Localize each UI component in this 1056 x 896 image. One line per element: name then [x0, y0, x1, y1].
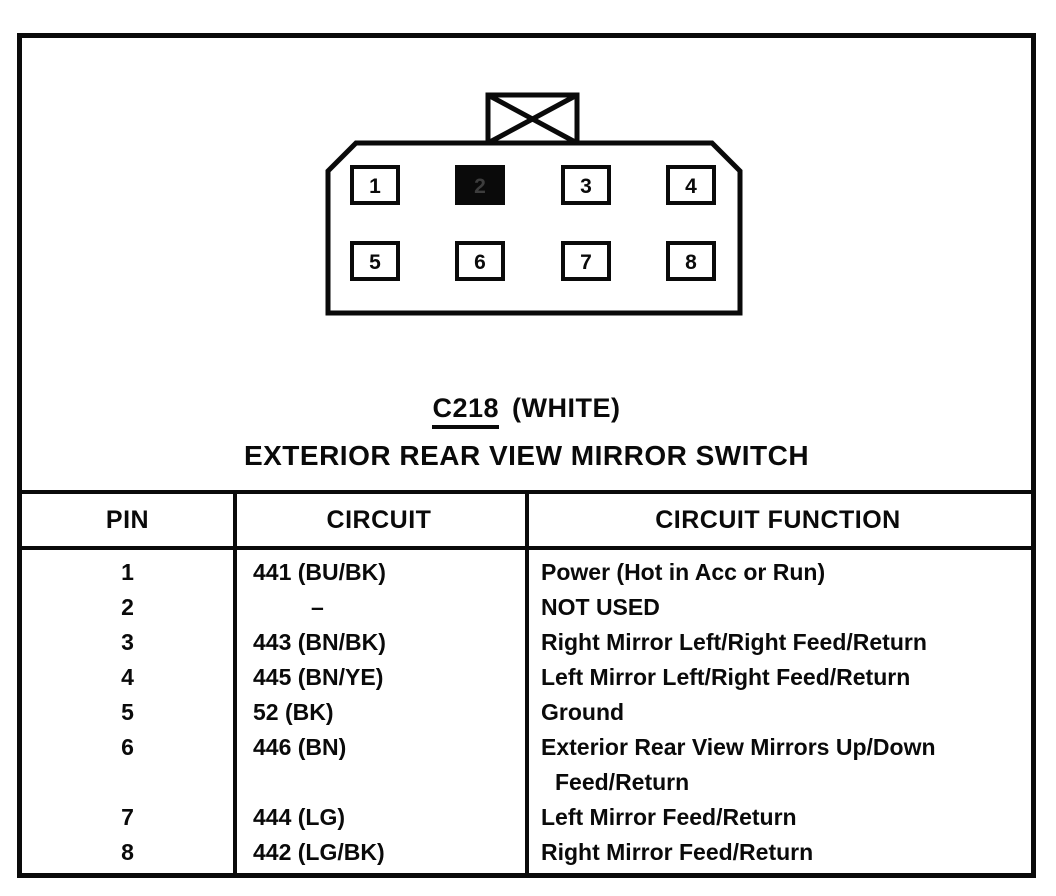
pin-box-2 — [455, 165, 505, 205]
pinout-table: PIN CIRCUIT CIRCUIT FUNCTION 1 441 (BU/B… — [22, 490, 1031, 873]
pin-cell: 5 — [121, 699, 134, 725]
pin-box-7 — [561, 241, 611, 281]
pin-box-3 — [561, 165, 611, 205]
circuit-cell: 443 (BN/BK) — [253, 629, 386, 655]
connector-outline — [325, 140, 743, 316]
function-cell: Power (Hot in Acc or Run) — [541, 559, 826, 585]
pin-label-6: 6 — [474, 251, 486, 274]
page-border — [17, 33, 1036, 878]
pin-cell: 2 — [121, 594, 134, 620]
pin-box-1 — [350, 165, 400, 205]
function-cell: Left Mirror Feed/Return — [541, 804, 797, 830]
column-divider-1 — [233, 494, 237, 873]
pin-box-5 — [350, 241, 400, 281]
header-circuit: CIRCUIT — [326, 505, 432, 534]
pin-label-8: 8 — [685, 251, 697, 274]
table-body: 1 441 (BU/BK) Power (Hot in Acc or Run) … — [22, 550, 1031, 870]
pin-cell: 1 — [121, 559, 134, 585]
connector-name: EXTERIOR REAR VIEW MIRROR SWITCH — [243, 440, 810, 471]
function-cell: Right Mirror Feed/Return — [541, 839, 814, 865]
circuit-cell: 446 (BN) — [253, 734, 347, 760]
connector-color-label: (WHITE) — [512, 393, 621, 423]
circuit-cell: 442 (LG/BK) — [253, 839, 385, 865]
circuit-cell: – — [311, 594, 324, 620]
header-pin: PIN — [105, 505, 150, 534]
connector-title: C218 (WHITE) — [22, 392, 1031, 429]
header-circuit-function: CIRCUIT FUNCTION — [655, 505, 901, 534]
circuit-cell: 52 (BK) — [253, 699, 334, 725]
column-divider-2 — [525, 494, 529, 873]
pin-box-8 — [666, 241, 716, 281]
pin-cell: 8 — [121, 839, 134, 865]
circuit-cell: 441 (BU/BK) — [253, 559, 386, 585]
pin-label-5: 5 — [369, 251, 381, 274]
connector-diagram: 1 2 3 4 5 6 7 8 — [325, 92, 743, 316]
pin-label-1: 1 — [369, 175, 381, 198]
function-cell: NOT USED — [541, 594, 660, 620]
circuit-cell: 444 (LG) — [253, 804, 346, 830]
pin-cell: 3 — [121, 629, 134, 655]
pin-label-4: 4 — [685, 175, 697, 198]
connector-id: C218 — [432, 392, 500, 429]
tab-cross-line-2 — [486, 92, 579, 146]
pin-cell: 6 — [121, 734, 134, 760]
function-cell: Left Mirror Left/Right Feed/Return — [541, 664, 911, 690]
function-cell: Right Mirror Left/Right Feed/Return — [541, 629, 927, 655]
pin-cell: 4 — [121, 664, 134, 690]
pin-label-2: 2 — [474, 175, 486, 198]
pin-box-4 — [666, 165, 716, 205]
pin-label-3: 3 — [580, 175, 592, 198]
function-cell: Exterior Rear View Mirrors Up/Down Feed/… — [541, 734, 936, 795]
circuit-cell: 445 (BN/YE) — [253, 664, 384, 690]
pin-label-7: 7 — [580, 251, 592, 274]
pin-cell: 7 — [121, 804, 134, 830]
connector-keying-tab — [485, 92, 580, 146]
function-cell: Ground — [541, 699, 625, 725]
pin-box-6 — [455, 241, 505, 281]
